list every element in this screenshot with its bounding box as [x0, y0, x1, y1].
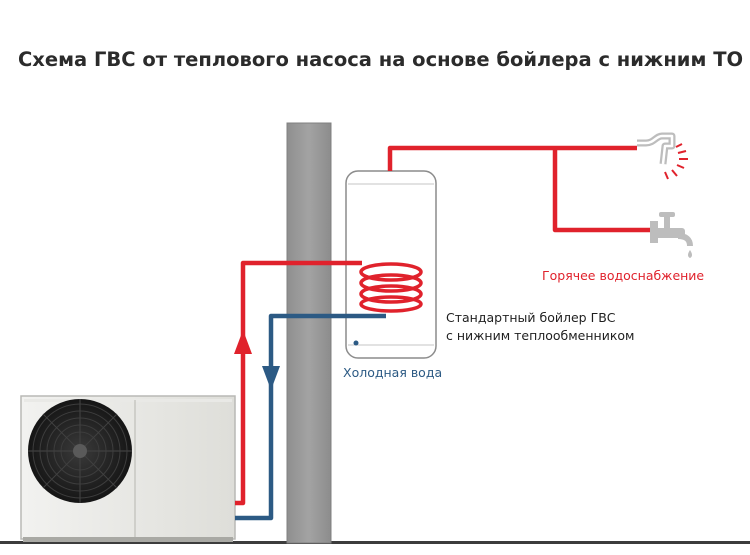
cold-return-pipe	[235, 313, 386, 521]
boiler-label-line1: Стандартный бойлер ГВС	[446, 310, 616, 325]
hot-water-outlet-pipe	[387, 145, 637, 171]
boiler-label: Стандартный бойлер ГВС с нижним теплообм…	[446, 309, 634, 345]
boiler-label-line2: с нижним теплообменником	[446, 328, 635, 343]
shower-icon	[637, 132, 688, 180]
hot-flow-arrow	[234, 330, 252, 354]
cold-water-inlet	[353, 340, 359, 346]
hot-water-label: Горячее водоснабжение	[542, 268, 705, 283]
hot-water-branch-pipe	[552, 148, 650, 233]
fan-icon	[28, 399, 132, 503]
wall	[286, 122, 332, 544]
cold-water-label: Холодная вода	[343, 365, 443, 380]
cold-flow-arrow	[262, 366, 280, 390]
hot-supply-pipe	[235, 260, 362, 506]
diagram-title: Схема ГВС от теплового насоса на основе …	[18, 48, 744, 71]
faucet-icon	[650, 212, 693, 258]
ground-line	[0, 541, 750, 544]
heating-coil	[359, 262, 423, 313]
heat-pump-unit	[20, 395, 236, 542]
